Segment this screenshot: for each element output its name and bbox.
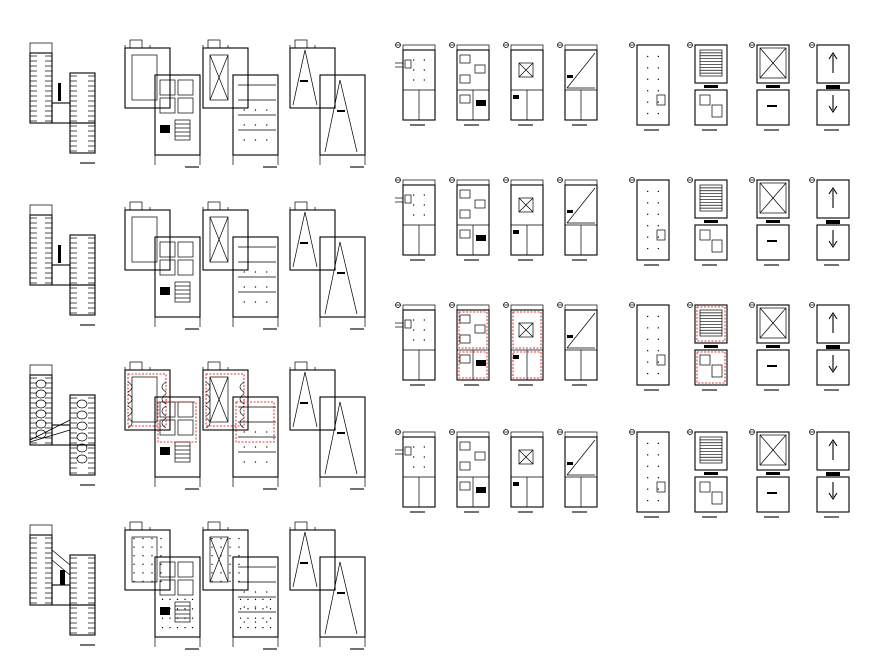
right-floor-plan [687,429,728,518]
small-floor-plan [557,42,598,126]
red-outline [696,306,726,384]
red-outline [512,311,542,379]
left-plan-group [29,39,366,650]
stepped-floor-plan [289,201,366,330]
small-floor-plan [395,302,436,386]
right-floor-plan [687,177,728,266]
ceiling-grid-overlay [133,537,194,629]
stepped-floor-plan [202,521,279,650]
small-floor-plan [503,429,544,513]
stepped-floor-plan [289,521,366,650]
small-floor-plan [503,177,544,261]
right-plan-group [629,42,850,518]
lighting-overlay [127,373,197,443]
long-floor-plan [29,524,96,646]
small-floor-plan [557,429,598,513]
right-row-1 [629,42,850,131]
right-floor-plan [749,42,790,131]
small-floor-plan [503,302,544,386]
right-floor-plan [749,177,790,266]
stepped-floor-plan [289,39,366,168]
left-row-3 [29,361,366,490]
stepped-floor-plan [202,361,279,490]
right-floor-plan [629,177,670,266]
red-outline [458,311,488,379]
long-floor-plan [29,42,96,164]
small-floor-plan [449,302,490,386]
left-row-1 [29,39,366,168]
small-floor-plan [503,42,544,126]
small-floor-plan [395,177,436,261]
small-floor-plan [557,177,598,261]
small-floor-plan [449,429,490,513]
stepped-floor-plan [124,39,201,168]
right-floor-plan [749,429,790,518]
ceiling-grid-overlay [211,537,272,629]
right-row-4 [629,429,850,518]
right-floor-plan [809,177,850,266]
right-floor-plan [809,302,850,391]
stepped-floor-plan [202,39,279,168]
left-row-4 [29,521,366,650]
right-floor-plan [629,302,670,391]
right-floor-plan [809,429,850,518]
small-floor-plan [395,42,436,126]
right-floor-plan [809,42,850,131]
middle-row-3 [395,302,598,386]
long-floor-plan [29,364,96,486]
stepped-floor-plan [124,361,201,490]
small-floor-plan [449,42,490,126]
right-row-2 [629,177,850,266]
stepped-floor-plan [289,361,366,490]
middle-row-4 [395,429,598,513]
right-floor-plan [629,429,670,518]
right-floor-plan [749,302,790,391]
right-floor-plan [687,42,728,131]
lighting-overlay [205,373,275,443]
long-floor-plan [29,204,96,326]
middle-row-2 [395,177,598,261]
small-floor-plan [395,429,436,513]
left-row-2 [29,201,366,330]
middle-plan-group [395,42,598,513]
middle-row-1 [395,42,598,126]
stepped-floor-plan [124,521,201,650]
stepped-floor-plan [202,201,279,330]
small-floor-plan [557,302,598,386]
right-floor-plan [687,302,728,391]
stepped-floor-plan [124,201,201,330]
right-floor-plan [629,42,670,131]
small-floor-plan [449,177,490,261]
right-row-3 [629,302,850,391]
